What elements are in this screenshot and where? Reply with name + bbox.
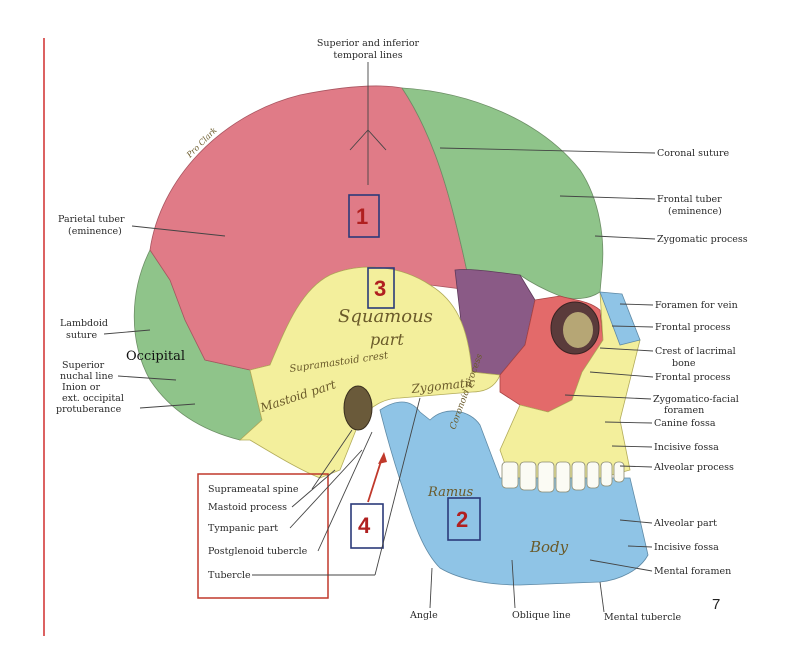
label-zygomatico-facial: Zygomatico-facial	[653, 394, 739, 405]
label-inion: Inion or	[62, 382, 100, 393]
label-incisive-fossa-2: Incisive fossa	[654, 542, 719, 553]
marker-box-2	[447, 497, 481, 541]
label-foramen-vein: Foramen for vein	[655, 300, 738, 311]
label-suprameatal-spine: Suprameatal spine	[208, 484, 299, 495]
ear-canal	[343, 385, 373, 431]
highlight-box	[197, 473, 329, 599]
temporal-bone	[238, 266, 501, 479]
label-frontal-tuber: Frontal tuber	[657, 194, 722, 205]
label-occipital: Occipital	[126, 349, 185, 364]
label-alveolar-part: Alveolar part	[653, 518, 717, 529]
label-ramus: Ramus	[427, 485, 474, 500]
label-crest-lacrimal-bone: bone	[672, 358, 696, 369]
label-canine-fossa: Canine fossa	[654, 418, 716, 429]
marker-box-3	[367, 267, 395, 309]
label-parietal-tuber-eminence: (eminence)	[68, 226, 122, 237]
label-part: part	[370, 330, 404, 349]
label-zygomatico-facial-foramen: foramen	[664, 405, 704, 416]
label-frontal-process-1: Frontal process	[655, 322, 731, 333]
label-superior: Superior	[62, 360, 105, 371]
right-labels: Coronal suture Frontal tuber (eminence) …	[439, 147, 748, 577]
label-mastoid-process: Mastoid process	[208, 502, 287, 513]
label-mental-foramen: Mental foramen	[654, 566, 731, 577]
label-lambdoid-suture: suture	[66, 330, 97, 341]
box-labels: Suprameatal spine Mastoid process Tympan…	[208, 397, 421, 581]
marker-number-4: 4	[358, 513, 371, 538]
label-ext-occipital: ext. occipital	[62, 393, 124, 404]
left-labels: Parietal tuber (eminence) Lambdoid sutur…	[56, 214, 226, 415]
label-postglenoid-tubercle: Postglenoid tubercle	[208, 546, 308, 557]
label-parietal-tuber: Parietal tuber	[58, 214, 125, 225]
label-oblique-line: Oblique line	[512, 610, 571, 621]
label-coronal-suture: Coronal suture	[657, 148, 730, 159]
label-protuberance: protuberance	[56, 404, 122, 415]
label-body: Body	[529, 538, 569, 556]
label-tubercle: Tubercle	[208, 570, 251, 581]
marker-number-1: 1	[356, 204, 368, 229]
nasal-bone	[599, 291, 641, 346]
label-tympanic-part: Tympanic part	[208, 523, 278, 534]
label-mental-tubercle: Mental tubercle	[604, 612, 682, 623]
label-lambdoid: Lambdoid	[60, 318, 108, 329]
marker-number-2: 2	[456, 507, 468, 532]
label-crest-lacrimal: Crest of lacrimal	[655, 346, 736, 357]
arrow-head	[378, 452, 387, 464]
bottom-labels: Angle Oblique line Mental tubercle	[409, 559, 682, 623]
label-zygomatic-arch: Zygomatic	[410, 375, 476, 396]
page-number: 7	[712, 596, 720, 613]
marker-number-3: 3	[374, 276, 386, 301]
marker-4-arrow	[367, 457, 383, 503]
marker-box-4	[350, 503, 384, 549]
marker-box-1	[348, 194, 380, 238]
label-angle: Angle	[409, 610, 438, 621]
label-incisive-fossa-1: Incisive fossa	[654, 442, 719, 453]
label-alveolar-process: Alveolar process	[653, 462, 734, 473]
label-temporal-lines-1: Superior and inferior	[317, 38, 420, 49]
teeth	[501, 461, 625, 493]
label-zygomatic-process: Zygomatic process	[657, 234, 748, 245]
label-temporal-lines-2: temporal lines	[333, 50, 402, 61]
label-frontal-tuber-eminence: (eminence)	[668, 206, 722, 217]
label-frontal-process-2: Frontal process	[655, 372, 731, 383]
label-squamous: Squamous	[338, 306, 433, 327]
label-nuchal-line: nuchal line	[60, 371, 114, 382]
